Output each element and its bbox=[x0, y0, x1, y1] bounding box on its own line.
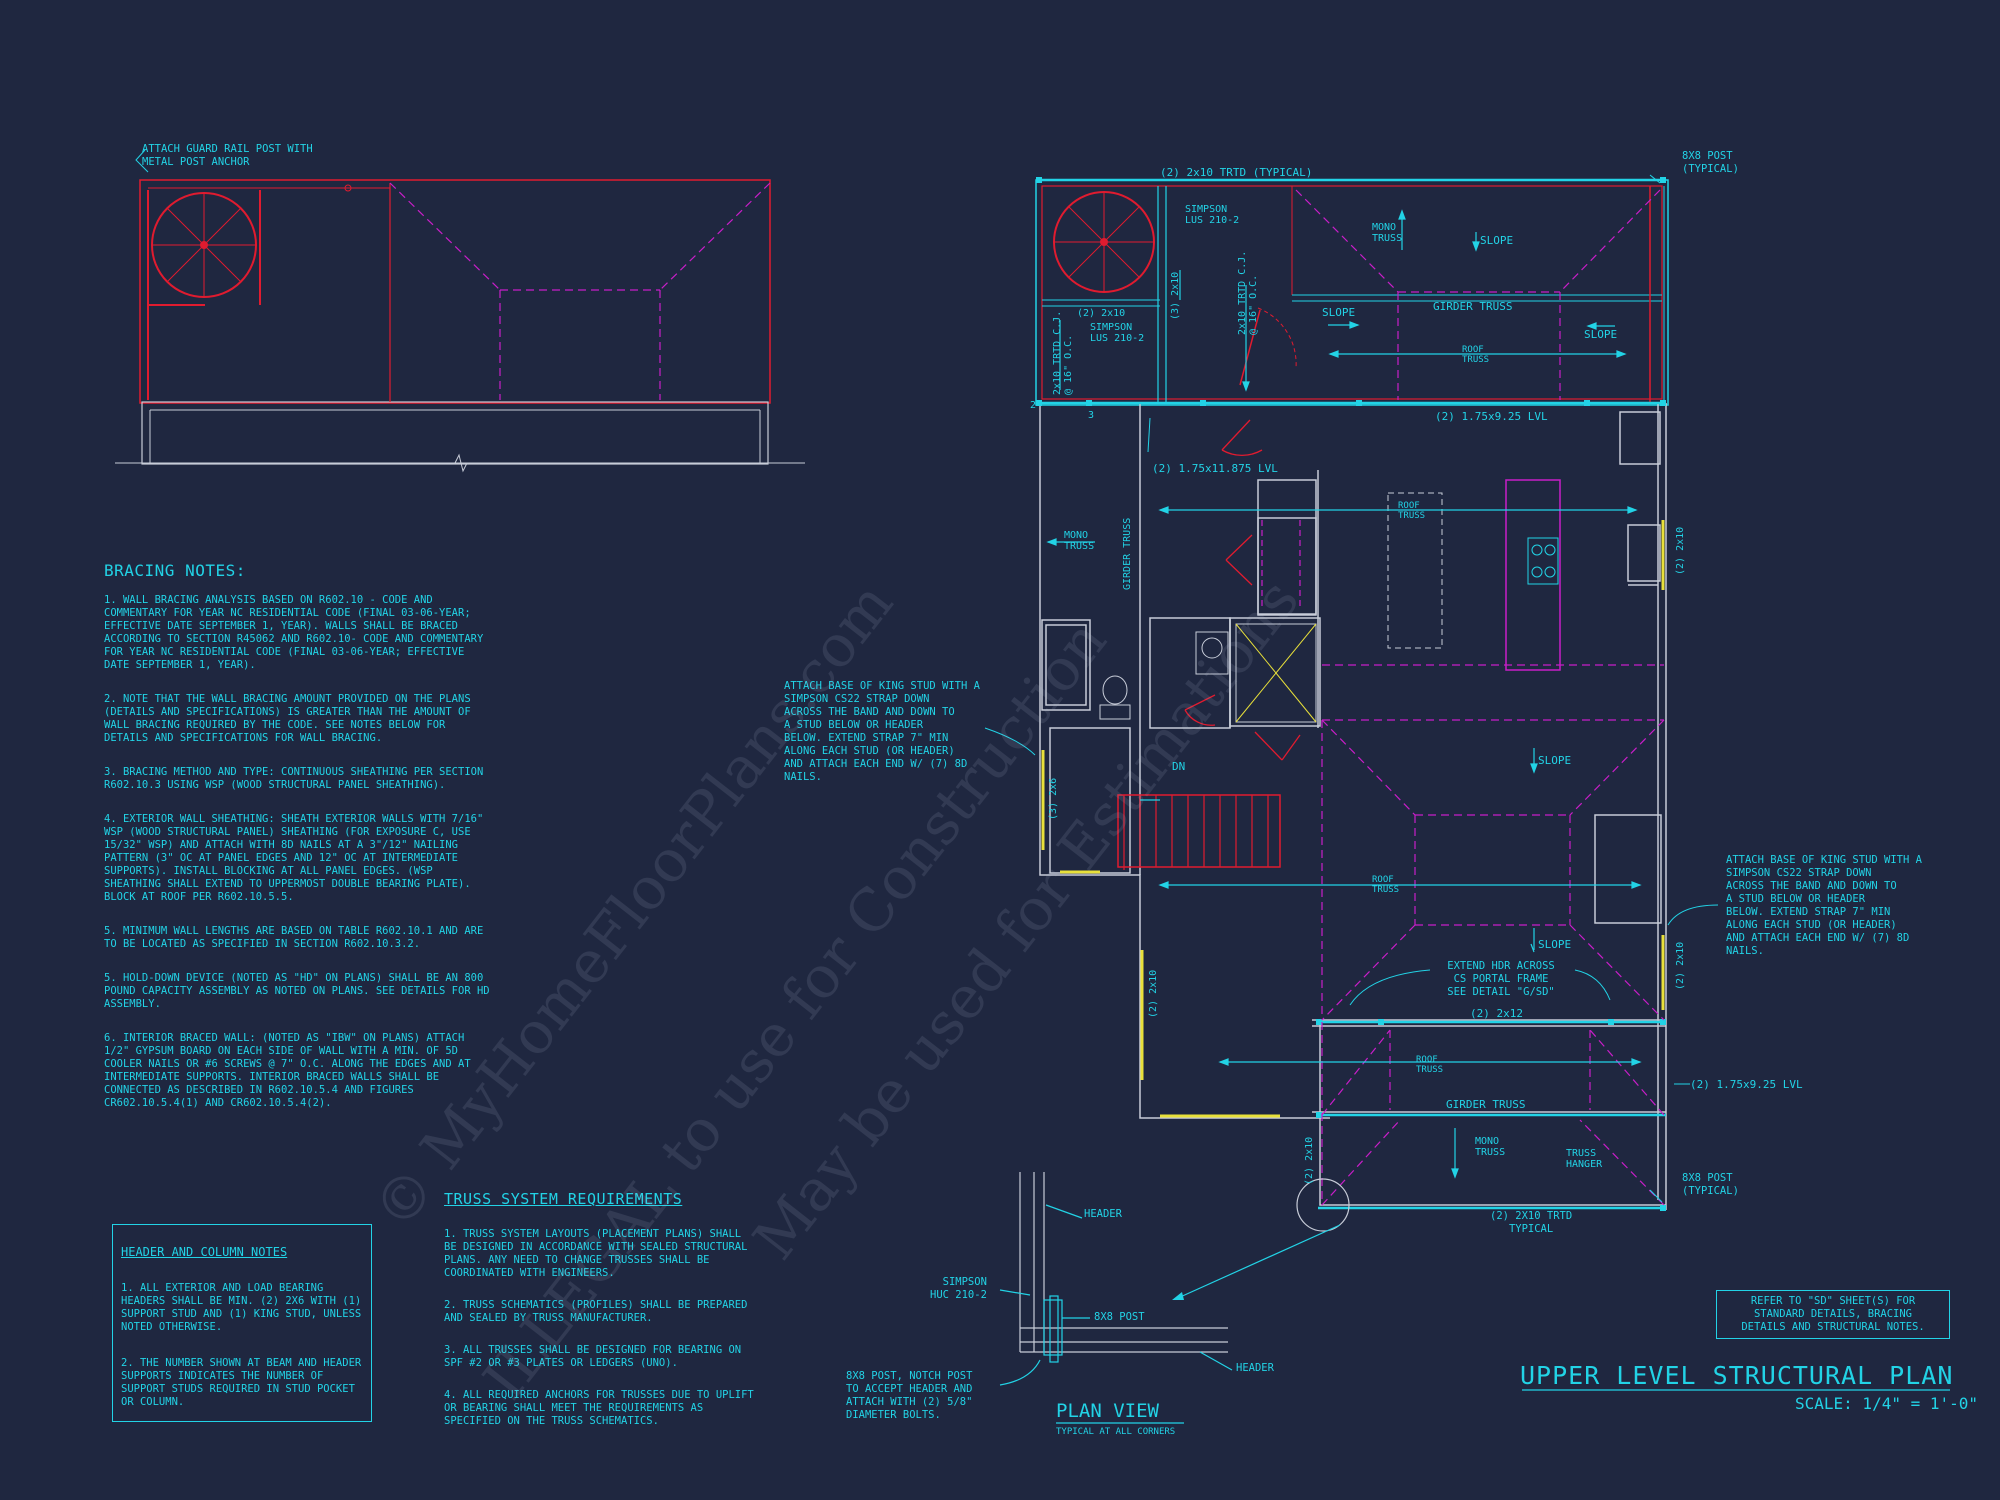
pv-title: PLAN VIEW bbox=[1056, 1400, 1159, 1422]
sheet-title: UPPER LEVEL STRUCTURAL PLAN bbox=[1520, 1361, 1954, 1390]
lvl-right-label: (2) 1.75x9.25 LVL bbox=[1690, 1078, 1803, 1091]
bracing-note-3: 3. BRACING METHOD AND TYPE: CONTINUOUS S… bbox=[104, 766, 484, 791]
refer-sd-box: REFER TO "SD" SHEET(S) FOR STANDARD DETA… bbox=[1716, 1290, 1950, 1339]
post-bottom-right-label: 8x8 POST (TYPICAL) bbox=[1682, 1172, 1739, 1197]
slope-label-5: SLOPE bbox=[1538, 938, 1571, 951]
king-stud-note-right: ATTACH BASE OF KING STUD WITH A SIMPSON … bbox=[1726, 854, 1922, 957]
slope-label-4: SLOPE bbox=[1538, 754, 1571, 767]
header-notes-title: HEADER AND COLUMN NOTES bbox=[121, 1245, 288, 1259]
bracing-note-6: 5. HOLD-DOWN DEVICE (NOTED AS "HD" ON PL… bbox=[104, 972, 490, 1010]
truss-requirements: TRUSS SYSTEM REQUIREMENTS 1. TRUSS SYSTE… bbox=[444, 1176, 756, 1441]
pv-simpson: SIMPSON HUC 210-2 bbox=[930, 1276, 987, 1301]
truss-note-3: 3. ALL TRUSSES SHALL BE DESIGNED FOR BEA… bbox=[444, 1344, 742, 1369]
three-2x6-label: (3) 2x6 bbox=[1048, 778, 1059, 820]
pv-header-top: HEADER bbox=[1084, 1208, 1122, 1220]
sheet-scale: SCALE: 1/4" = 1'-0" bbox=[1795, 1394, 1979, 1413]
two-2x10-label: (2) 2x10 bbox=[1077, 308, 1125, 319]
dn-label: DN bbox=[1172, 760, 1185, 773]
header-note-1: 1. ALL EXTERIOR AND LOAD BEARING HEADERS… bbox=[121, 1282, 362, 1333]
bracing-note-5: 5. MINIMUM WALL LENGTHS ARE BASED ON TAB… bbox=[104, 925, 484, 950]
truss-requirements-title: TRUSS SYSTEM REQUIREMENTS bbox=[444, 1190, 683, 1208]
post-top-right-label: 8x8 POST (TYPICAL) bbox=[1682, 150, 1739, 175]
girder-truss-vertical: GIRDER TRUSS bbox=[1122, 518, 1133, 590]
right-2x10a-label: (2) 2x10 bbox=[1675, 527, 1686, 575]
guard-rail-callout: ATTACH GUARD RAIL POST WITH METAL POST A… bbox=[142, 143, 313, 168]
bracing-note-1: 1. WALL BRACING ANALYSIS BASED ON R602.1… bbox=[104, 594, 484, 671]
girder-truss-top: GIRDER TRUSS bbox=[1433, 300, 1512, 313]
header-column-notes: HEADER AND COLUMN NOTES 1. ALL EXTERIOR … bbox=[112, 1224, 372, 1422]
slope-label-3: SLOPE bbox=[1584, 328, 1617, 341]
bracing-notes-title: BRACING NOTES: bbox=[104, 561, 246, 580]
right-2x10b-label: (2) 2x10 bbox=[1675, 942, 1686, 990]
pv-subtitle: TYPICAL AT ALL CORNERS bbox=[1056, 1427, 1176, 1437]
bottom-2x10-label: (2) 2x10 bbox=[1304, 1137, 1315, 1185]
bottom-joist-label: (2) 2x10 TRTD TYPICAL bbox=[1490, 1210, 1573, 1235]
left-2x10-label: (2) 2x10 bbox=[1148, 970, 1159, 1018]
header-note-2: 2. THE NUMBER SHOWN AT BEAM AND HEADER S… bbox=[121, 1357, 362, 1408]
king-stud-note-left: ATTACH BASE OF KING STUD WITH A SIMPSON … bbox=[784, 680, 980, 783]
bearing-number-2: 2 bbox=[1030, 400, 1036, 411]
pv-header-bottom: HEADER bbox=[1236, 1362, 1274, 1374]
two-2x12-label: (2) 2x12 bbox=[1470, 1007, 1523, 1020]
slope-label-2: SLOPE bbox=[1322, 306, 1355, 319]
bracing-note-2: 2. NOTE THAT THE WALL BRACING AMOUNT PRO… bbox=[104, 693, 471, 744]
girder-truss-bottom: GIRDER TRUSS bbox=[1446, 1098, 1525, 1111]
floor-plan bbox=[984, 174, 1719, 1300]
plan-view-detail bbox=[999, 1172, 1233, 1386]
bearing-number-3: 3 bbox=[1088, 410, 1094, 421]
truss-note-2: 2. TRUSS SCHEMATICS (PROFILES) SHALL BE … bbox=[444, 1299, 748, 1324]
pv-post: 8x8 POST bbox=[1094, 1311, 1145, 1323]
pv-post-note: 8x8 POST, NOTCH POST TO ACCEPT HEADER AN… bbox=[846, 1370, 973, 1421]
bracing-note-4: 4. EXTERIOR WALL SHEATHING: SHEATH EXTER… bbox=[104, 813, 484, 903]
bracing-note-7: 6. INTERIOR BRACED WALL: (NOTED AS "IBW"… bbox=[104, 1032, 471, 1109]
three-2x10-label: (3) 2x10 bbox=[1170, 272, 1181, 320]
bracing-notes: BRACING NOTES: 1. WALL BRACING ANALYSIS … bbox=[104, 548, 494, 1123]
extend-header-note: EXTEND HDR ACROSS CS PORTAL FRAME SEE DE… bbox=[1447, 960, 1555, 998]
cj-left-label: 2x10 TRTD C.J.@ 16" O.C. bbox=[1052, 311, 1074, 395]
slope-label-1: SLOPE bbox=[1480, 234, 1513, 247]
truss-note-4: 4. ALL REQUIRED ANCHORS FOR TRUSSES DUE … bbox=[444, 1389, 754, 1427]
top-joist-label: (2) 2x10 TRTD (TYPICAL) bbox=[1160, 166, 1312, 179]
lvl-top-label: (2) 1.75x9.25 LVL bbox=[1435, 410, 1548, 423]
truss-note-1: 1. TRUSS SYSTEM LAYOUTS (PLACEMENT PLANS… bbox=[444, 1228, 748, 1279]
cj-mid-label: 2x10 TRTD C.J.@ 16" O.C. bbox=[1237, 251, 1259, 335]
elevation-view bbox=[115, 149, 805, 473]
lvl-1875-label: (2) 1.75x11.875 LVL bbox=[1152, 462, 1278, 475]
